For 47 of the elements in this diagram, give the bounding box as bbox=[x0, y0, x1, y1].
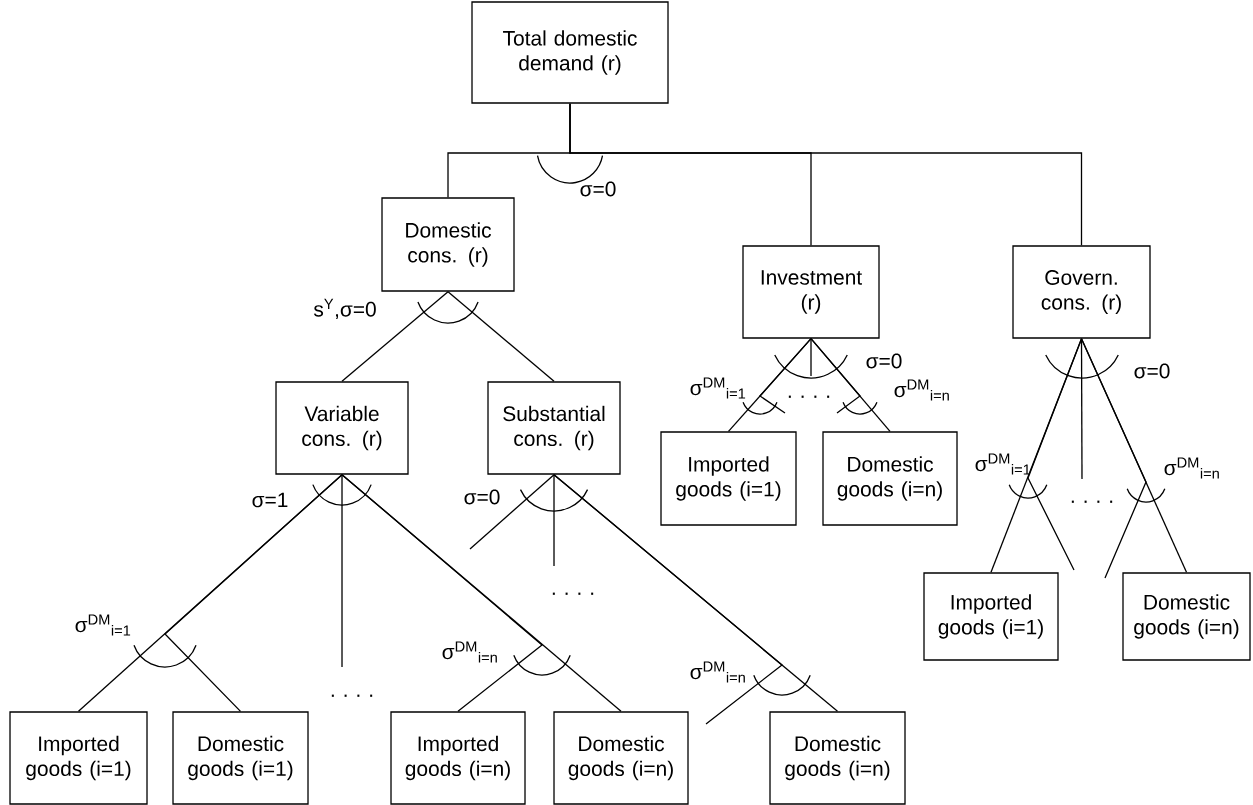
connector-line bbox=[341, 474, 343, 668]
connector-line bbox=[341, 291, 449, 382]
elasticity-label: σ$^{DM}$i=n bbox=[1164, 457, 1219, 479]
node-box: Domestic goods (i=n) bbox=[1122, 572, 1251, 661]
connector-line bbox=[469, 474, 555, 550]
node-box: Domestic cons. (r) bbox=[381, 197, 515, 292]
connector-line bbox=[1080, 338, 1188, 573]
connector-line bbox=[1027, 338, 1083, 571]
elasticity-label: σ$^{DM}$i=1 bbox=[975, 453, 1031, 475]
node-box: Domestic goods (i=1) bbox=[172, 711, 309, 805]
connector-line bbox=[447, 291, 555, 382]
elasticity-label: σ$^{DM}$i=n bbox=[894, 379, 949, 401]
node-box: Imported goods (i=n) bbox=[390, 711, 526, 805]
connector-line bbox=[164, 474, 343, 712]
elasticity-label: s$^{Y}$,σ=0 bbox=[313, 298, 376, 320]
connector-line bbox=[1080, 338, 1083, 480]
node-box: Domestic goods (i=n) bbox=[769, 711, 906, 805]
connector-line bbox=[810, 338, 891, 432]
elasticity-label: σ$^{DM}$i=1 bbox=[75, 614, 131, 636]
elasticity-label: · · · · bbox=[552, 592, 594, 595]
elasticity-label: σ=0 bbox=[464, 489, 500, 505]
elasticity-label: σ$^{DM}$i=1 bbox=[690, 377, 746, 399]
node-box: Imported goods (i=1) bbox=[923, 572, 1059, 661]
node-box: Imported goods (i=1) bbox=[660, 431, 797, 526]
elasticity-label: σ=1 bbox=[252, 492, 288, 508]
node-box: Variable cons. (r) bbox=[275, 381, 409, 475]
connector-line bbox=[341, 474, 622, 712]
elasticity-label: σ$^{DM}$i=n bbox=[690, 661, 745, 683]
elasticity-label: · · · · bbox=[331, 694, 373, 697]
node-box: Total domestic demand (r) bbox=[471, 1, 669, 104]
connector-line bbox=[553, 474, 555, 567]
node-box: Substantial cons. (r) bbox=[487, 381, 621, 475]
connector-line bbox=[569, 103, 1083, 246]
node-box: Domestic goods (i=n) bbox=[822, 431, 958, 526]
elasticity-label: σ=0 bbox=[1134, 363, 1170, 379]
elasticity-label: σ$^{DM}$i=n bbox=[442, 641, 497, 663]
connector-line bbox=[759, 338, 812, 414]
elasticity-label: · · · · bbox=[788, 395, 830, 398]
elasticity-label: σ=0 bbox=[866, 353, 902, 369]
node-box: Govern. cons. (r) bbox=[1012, 245, 1151, 339]
elasticity-label: · · · · bbox=[1071, 500, 1113, 503]
node-box: Investment (r) bbox=[742, 245, 880, 339]
node-box: Domestic goods (i=n) bbox=[553, 711, 689, 805]
elasticity-label: σ=0 bbox=[580, 181, 616, 197]
node-box: Imported goods (i=1) bbox=[9, 711, 148, 805]
connector-line bbox=[553, 474, 784, 725]
connector-line bbox=[810, 338, 812, 377]
